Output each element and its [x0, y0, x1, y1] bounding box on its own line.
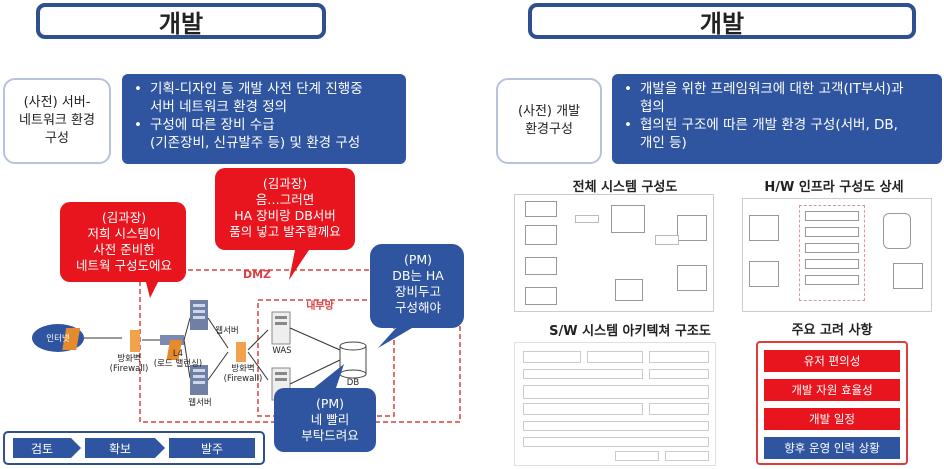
- right-title-text: 개발: [699, 9, 745, 38]
- sw-diagram-thumbnail: [514, 342, 716, 466]
- bubble-pm2: [274, 364, 376, 452]
- priority-item-4: 향후 운영 인력 상황: [764, 437, 900, 459]
- right-title: 개발: [528, 3, 916, 39]
- bubble-pm1-text: (PM) DB는 HA 장비두고 구성해야: [392, 252, 444, 315]
- process-step-order: 발주: [169, 438, 255, 458]
- left-bullet-2: 구성에 따른 장비 수급 (기존장비, 신규발주 등) 및 환경 구성: [134, 116, 396, 152]
- right-label-box: (사전) 개발 환경구성: [496, 78, 602, 164]
- left-title: 개발: [36, 3, 326, 39]
- sw-diagram-title: S/W 시스템 아키텍쳐 구조도: [549, 324, 711, 339]
- left-label-box: (사전) 서버- 네트워크 환경 구성: [3, 78, 111, 164]
- was-label: WAS: [272, 346, 292, 356]
- priorities-box: 유저 편의성 개발 자원 효율성 개발 일정 향후 운영 인력 상황: [756, 341, 908, 465]
- system-diagram-title: 전체 시스템 구성도: [572, 180, 678, 195]
- bubble-kim2: [215, 168, 355, 280]
- bubble-pm1: [370, 244, 464, 348]
- firewall2-icon: [166, 340, 246, 362]
- firewall-icon: [62, 328, 140, 352]
- priority-item-2: 개발 자원 효율성: [764, 379, 900, 401]
- bubble-pm2-text: (PM) 네 빨리 부탁드려요: [301, 396, 359, 443]
- db-label: DB: [346, 378, 360, 388]
- hw-diagram-title: H/W 인프라 구성도 상세: [764, 180, 904, 195]
- left-bullet-1: 기획-디자인 등 개발 사전 단계 진행중 서버 네트워크 환경 정의: [134, 80, 396, 116]
- process-step-secure: 확보: [85, 438, 155, 458]
- arrow-right-icon: [155, 438, 165, 458]
- right-bullet-2: 협의된 구조에 따른 개발 환경 구성(서버, DB, 개인 등): [624, 116, 932, 152]
- webserver-bottom-label: 웹서버: [188, 398, 212, 408]
- internal-label: 내부망: [306, 301, 334, 312]
- priority-item-3: 개발 일정: [764, 408, 900, 430]
- process-flow: 검토 확보 발주: [3, 431, 265, 465]
- l4-label: L4 (로드 밸런싱): [153, 349, 203, 369]
- priorities-title: 주요 고려 사항: [791, 323, 873, 338]
- process-step-review: 검토: [13, 438, 71, 458]
- arrow-right-icon: [71, 438, 81, 458]
- db-icon: [339, 341, 367, 379]
- firewall2-label: 방화벽 (Firewall): [223, 364, 263, 384]
- webserver-bottom-icon: [190, 365, 208, 395]
- internet-label: 인터넷: [46, 334, 70, 344]
- right-bullet-1: 개발을 위한 프레임워크에 대한 고객(IT부서)과 협의: [624, 80, 932, 116]
- webserver-top-icon: [190, 300, 208, 330]
- priority-item-1: 유저 편의성: [764, 350, 900, 372]
- was-top-icon: [271, 311, 291, 345]
- bubble-kim1-text: (김과장) 저희 시스템이 사전 준비한 네트웍 구성도에요: [76, 210, 172, 273]
- firewall1-label: 방화벽 (Firewall): [109, 354, 149, 374]
- bubble-kim1: [60, 202, 186, 298]
- system-diagram-thumbnail: [514, 194, 714, 312]
- dmz-label: DMZ: [242, 268, 272, 281]
- right-bullet-box: 개발을 위한 프레임워크에 대한 고객(IT부서)과 협의 협의된 구조에 따른…: [612, 74, 942, 164]
- webserver-top-label: 웹서버: [215, 326, 239, 336]
- left-bullet-box: 기획-디자인 등 개발 사전 단계 진행중 서버 네트워크 환경 정의 구성에 …: [122, 74, 406, 164]
- hw-diagram-thumbnail: [742, 198, 932, 312]
- bubble-kim2-text: (김과장) 음…그러면 HA 장비랑 DB서버 품의 넣고 발주할께요: [229, 176, 341, 239]
- left-title-text: 개발: [158, 9, 204, 38]
